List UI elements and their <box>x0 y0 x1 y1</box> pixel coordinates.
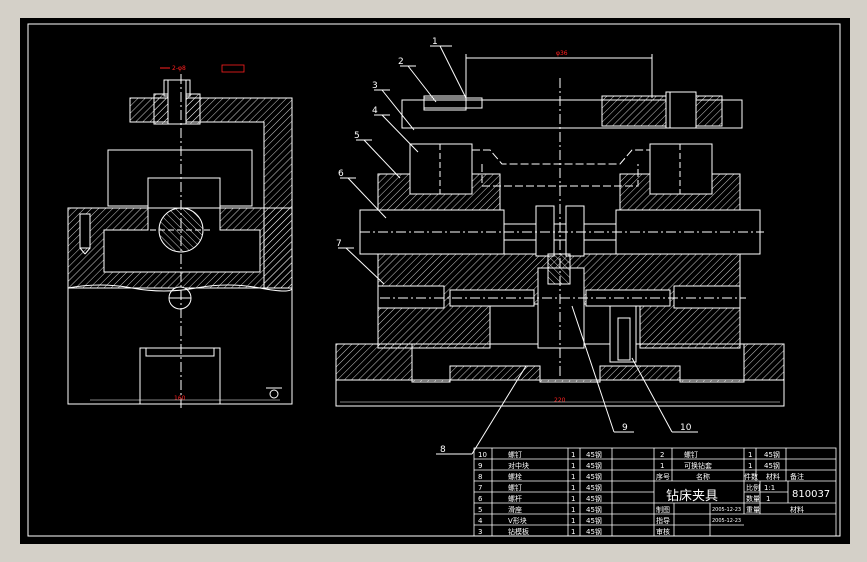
balloon-1: 1 <box>432 37 438 47</box>
part-qty: 1 <box>571 517 575 525</box>
part-qty: 1 <box>748 462 752 470</box>
part-mat: 45钢 <box>586 494 602 503</box>
part-qty: 1 <box>571 506 575 514</box>
header-count: 件数 <box>744 472 758 481</box>
drawing-canvas[interactable]: 1 2 3 4 5 6 7 8 9 10 2-φ8 φ36 160 220 <box>20 18 850 544</box>
parts-list-left: 10 螺钉 1 45钢 9 对中块 1 45钢 8 螺栓 1 45钢 7 螺钉 … <box>478 450 602 536</box>
part-qty: 1 <box>748 451 752 459</box>
part-mat: 45钢 <box>764 461 780 470</box>
right-view <box>335 54 785 407</box>
part-qty: 1 <box>571 462 575 470</box>
part-mat: 45钢 <box>586 450 602 459</box>
part-name: 螺杆 <box>508 494 522 503</box>
header-material: 材料 <box>766 472 780 481</box>
part-mat: 45钢 <box>586 483 602 492</box>
quantity-label: 数量 <box>746 494 760 503</box>
part-no: 10 <box>478 451 487 459</box>
part-no: 4 <box>478 517 483 525</box>
part-no: 3 <box>478 528 482 536</box>
part-mat: 45钢 <box>586 527 602 536</box>
balloon-10: 10 <box>680 423 692 433</box>
part-name: V形块 <box>508 516 527 525</box>
header-seq: 序号 <box>656 472 670 481</box>
part-no: 1 <box>660 462 664 470</box>
date-checked: 2005-12-23 <box>712 518 741 524</box>
part-mat: 45钢 <box>586 505 602 514</box>
part-name: 钻模板 <box>508 527 529 536</box>
scale-label: 比例 <box>746 483 760 492</box>
part-name: 螺钉 <box>684 450 698 459</box>
part-no: 7 <box>478 484 482 492</box>
dimensions: 2-φ8 φ36 160 220 <box>90 50 780 404</box>
part-qty: 1 <box>571 528 575 536</box>
balloon-4: 4 <box>372 106 378 116</box>
role-approved: 审核 <box>656 527 670 536</box>
balloon-5: 5 <box>354 131 360 141</box>
dim-tol-left: 2-φ8 <box>172 65 186 72</box>
drawing-title: 钻床夹具 <box>666 489 718 504</box>
part-mat: 45钢 <box>586 516 602 525</box>
part-mat: 45钢 <box>586 472 602 481</box>
part-no: 9 <box>478 462 482 470</box>
part-name: 螺钉 <box>508 450 522 459</box>
part-name: 螺钉 <box>508 483 522 492</box>
part-no: 2 <box>660 451 664 459</box>
quantity-value: 1 <box>766 495 770 503</box>
material-label: 材料 <box>790 505 804 514</box>
part-name: 可换钻套 <box>684 461 712 470</box>
dim-left-bottom: 160 <box>174 395 186 402</box>
part-qty: 1 <box>571 484 575 492</box>
role-checked: 指导 <box>656 516 670 525</box>
part-no: 5 <box>478 506 482 514</box>
balloon-2: 2 <box>398 57 404 67</box>
parts-list-right: 2 螺钉 1 45钢 1 可换钻套 1 45钢 序号 名称 件数 材料 备注 <box>656 450 804 481</box>
part-name: 对中块 <box>508 461 529 470</box>
balloon-9: 9 <box>622 423 628 433</box>
left-view <box>67 74 293 408</box>
part-mat: 45钢 <box>764 450 780 459</box>
role-drawn: 制图 <box>656 505 670 514</box>
part-qty: 1 <box>571 451 575 459</box>
balloon-6: 6 <box>338 169 344 179</box>
drawing-svg: 1 2 3 4 5 6 7 8 9 10 2-φ8 φ36 160 220 <box>27 23 841 537</box>
part-no: 8 <box>478 473 482 481</box>
dim-top-width: φ36 <box>556 50 568 57</box>
balloon-8: 8 <box>440 445 446 455</box>
balloon-7: 7 <box>336 239 342 249</box>
part-name: 螺栓 <box>508 472 522 481</box>
leader-lines <box>338 45 698 455</box>
drawing-number: 810037 <box>792 489 830 500</box>
weight-label: 重量 <box>746 506 760 514</box>
balloon-3: 3 <box>372 81 378 91</box>
part-qty: 1 <box>571 473 575 481</box>
part-no: 6 <box>478 495 483 503</box>
date-drawn: 2005-12-23 <box>712 507 741 513</box>
title-block <box>473 447 837 537</box>
header-name: 名称 <box>696 472 710 481</box>
scale-value: 1:1 <box>764 484 775 492</box>
drawing-border <box>27 23 841 537</box>
part-mat: 45钢 <box>586 461 602 470</box>
part-name: 滑座 <box>508 505 522 514</box>
dim-right-bottom: 220 <box>554 397 566 404</box>
header-note: 备注 <box>790 472 804 481</box>
title-meta: 钻床夹具 比例 1:1 数量 1 810037 重量 材料 制图 指导 审核 2… <box>656 483 830 536</box>
part-qty: 1 <box>571 495 575 503</box>
balloon-labels: 1 2 3 4 5 6 7 8 9 10 <box>336 37 692 455</box>
